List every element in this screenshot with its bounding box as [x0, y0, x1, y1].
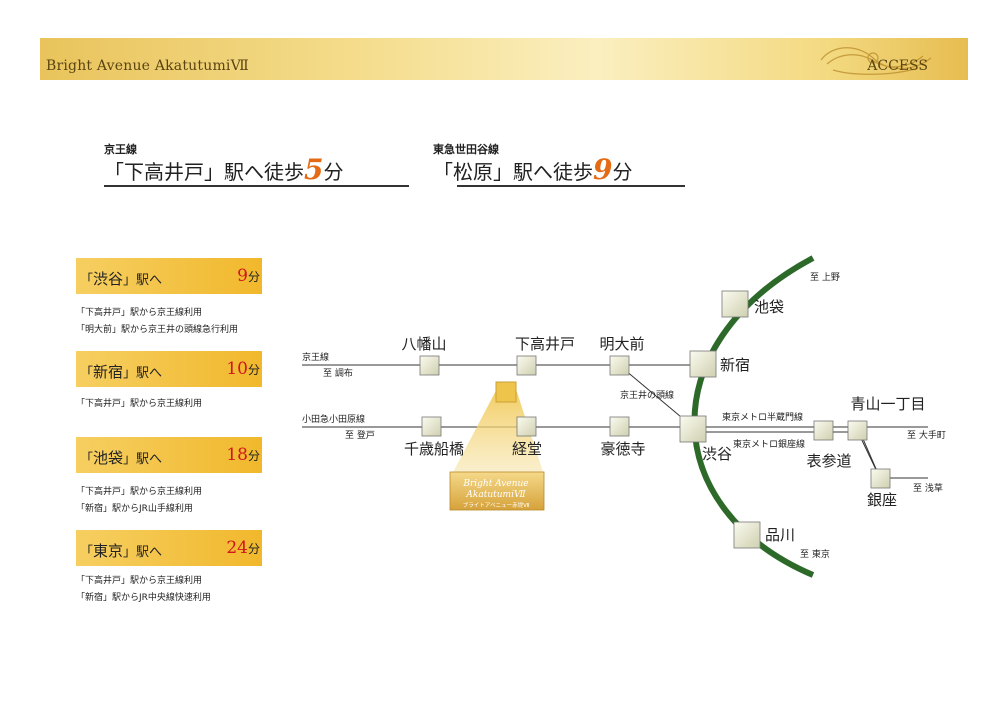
- label-kyodo: 経堂: [512, 440, 542, 458]
- label-inokashira-line: 京王井の頭線: [620, 389, 674, 401]
- station-shinagawa: [733, 521, 761, 549]
- walk-unit: 分: [323, 160, 344, 184]
- label-dir-asakusa: 至 浅草: [913, 482, 943, 494]
- header-title: Bright Avenue AkatutumiⅦ: [46, 58, 249, 74]
- station-chitosefunabashi: [421, 416, 442, 437]
- route-note: 「下高井戸」駅から京王線利用: [76, 308, 203, 318]
- label-ginza: 銀座: [867, 491, 897, 509]
- label-hachimanyama: 八幡山: [401, 335, 446, 353]
- station-shinjuku: [689, 350, 717, 378]
- label-meidaimae: 明大前: [599, 335, 644, 353]
- walk-minutes: 5: [304, 153, 324, 186]
- route-note: 「下高井戸」駅から京王線利用: [76, 576, 203, 586]
- route-note: 「新宿」駅からJR山手線利用: [76, 504, 193, 514]
- label-gotokuji: 豪徳寺: [600, 440, 645, 458]
- route-box-shibuya: 「渋谷」駅へ 9分: [76, 258, 262, 294]
- label-keio-dir: 至 調布: [323, 367, 353, 379]
- route-note: 「下高井戸」駅から京王線利用: [76, 399, 203, 409]
- route-dest: 「池袋」駅へ: [80, 449, 163, 467]
- property-marker: [495, 381, 517, 403]
- station-gotokuji: [609, 416, 630, 437]
- property-name-1: Bright Avenue: [462, 479, 528, 489]
- label-shinagawa: 品川: [765, 526, 795, 544]
- label-dir-tokyo: 至 東京: [800, 548, 830, 560]
- station-shibuya: [679, 415, 707, 443]
- route-minutes: 18分: [226, 445, 260, 465]
- walk-prefix: 「下高井戸」駅へ徒歩: [104, 160, 304, 184]
- ornament-icon: [820, 47, 932, 75]
- header-bar: Bright Avenue AkatutumiⅦ ACCESS: [40, 38, 968, 80]
- station-ginza: [870, 468, 891, 489]
- label-dir-otemachi: 至 大手町: [907, 429, 946, 441]
- route-box-ikebukuro: 「池袋」駅へ 18分: [76, 437, 262, 473]
- route-minutes: 10分: [226, 359, 260, 379]
- label-ikebukuro: 池袋: [754, 298, 784, 316]
- walk-setagaya: 東急世田谷線 「松原」駅へ徒歩9分: [433, 141, 685, 187]
- station-ikebukuro: [721, 290, 749, 318]
- label-odakyu-dir: 至 登戸: [345, 430, 375, 441]
- walk-line-name: 東急世田谷線: [433, 143, 499, 156]
- label-shinjuku: 新宿: [720, 356, 750, 374]
- walk-underline: [457, 185, 685, 187]
- route-note: 「新宿」駅からJR中央線快速利用: [76, 593, 211, 603]
- property-card: [449, 471, 545, 511]
- property-kana: ブライトアベニュー赤堤Ⅶ: [463, 501, 530, 509]
- route-box-tokyo: 「東京」駅へ 24分: [76, 530, 262, 566]
- route-dest: 「渋谷」駅へ: [80, 270, 163, 288]
- station-hachimanyama: [419, 355, 440, 376]
- walk-keio: 京王線 「下高井戸」駅へ徒歩5分: [104, 141, 409, 187]
- route-note: 「下高井戸」駅から京王線利用: [76, 487, 203, 497]
- label-hanzomon-line: 東京メトロ半蔵門線: [722, 411, 803, 423]
- route-minutes: 9分: [237, 266, 260, 286]
- label-ginza-line: 東京メトロ銀座線: [733, 438, 805, 450]
- label-chitosefunabashi: 千歳船橋: [404, 440, 464, 458]
- walk-underline: [104, 185, 409, 187]
- label-shibuya: 渋谷: [702, 445, 732, 463]
- header-section: ACCESS: [867, 58, 928, 74]
- label-aoyama: 青山一丁目: [850, 395, 925, 413]
- station-aoyama: [847, 420, 868, 441]
- route-minutes: 24分: [226, 538, 260, 558]
- station-meidaimae: [609, 355, 630, 376]
- walk-minutes: 9: [593, 153, 613, 186]
- route-dest: 「新宿」駅へ: [80, 363, 163, 381]
- route-dest: 「東京」駅へ: [80, 542, 163, 560]
- walk-unit: 分: [612, 160, 633, 184]
- walk-text: 「下高井戸」駅へ徒歩5分: [104, 153, 343, 186]
- route-box-shinjuku: 「新宿」駅へ 10分: [76, 351, 262, 387]
- station-kyodo: [516, 416, 537, 437]
- station-omotesando: [813, 420, 834, 441]
- route-note: 「明大前」駅から京王井の頭線急行利用: [76, 325, 239, 335]
- station-shimotakaido: [516, 355, 537, 376]
- label-omotesando: 表参道: [806, 452, 851, 470]
- walk-prefix: 「松原」駅へ徒歩: [433, 160, 593, 184]
- label-dir-ueno: 至 上野: [810, 272, 840, 283]
- walk-line-name: 京王線: [104, 143, 137, 156]
- property-name-2: AkatutumiⅦ: [465, 490, 526, 500]
- label-odakyu-line: 小田急小田原線: [302, 413, 365, 425]
- label-keio-line: 京王線: [302, 351, 329, 363]
- label-shimotakaido: 下高井戸: [515, 335, 575, 353]
- walk-text: 「松原」駅へ徒歩9分: [433, 153, 632, 186]
- property-beam: [450, 383, 545, 478]
